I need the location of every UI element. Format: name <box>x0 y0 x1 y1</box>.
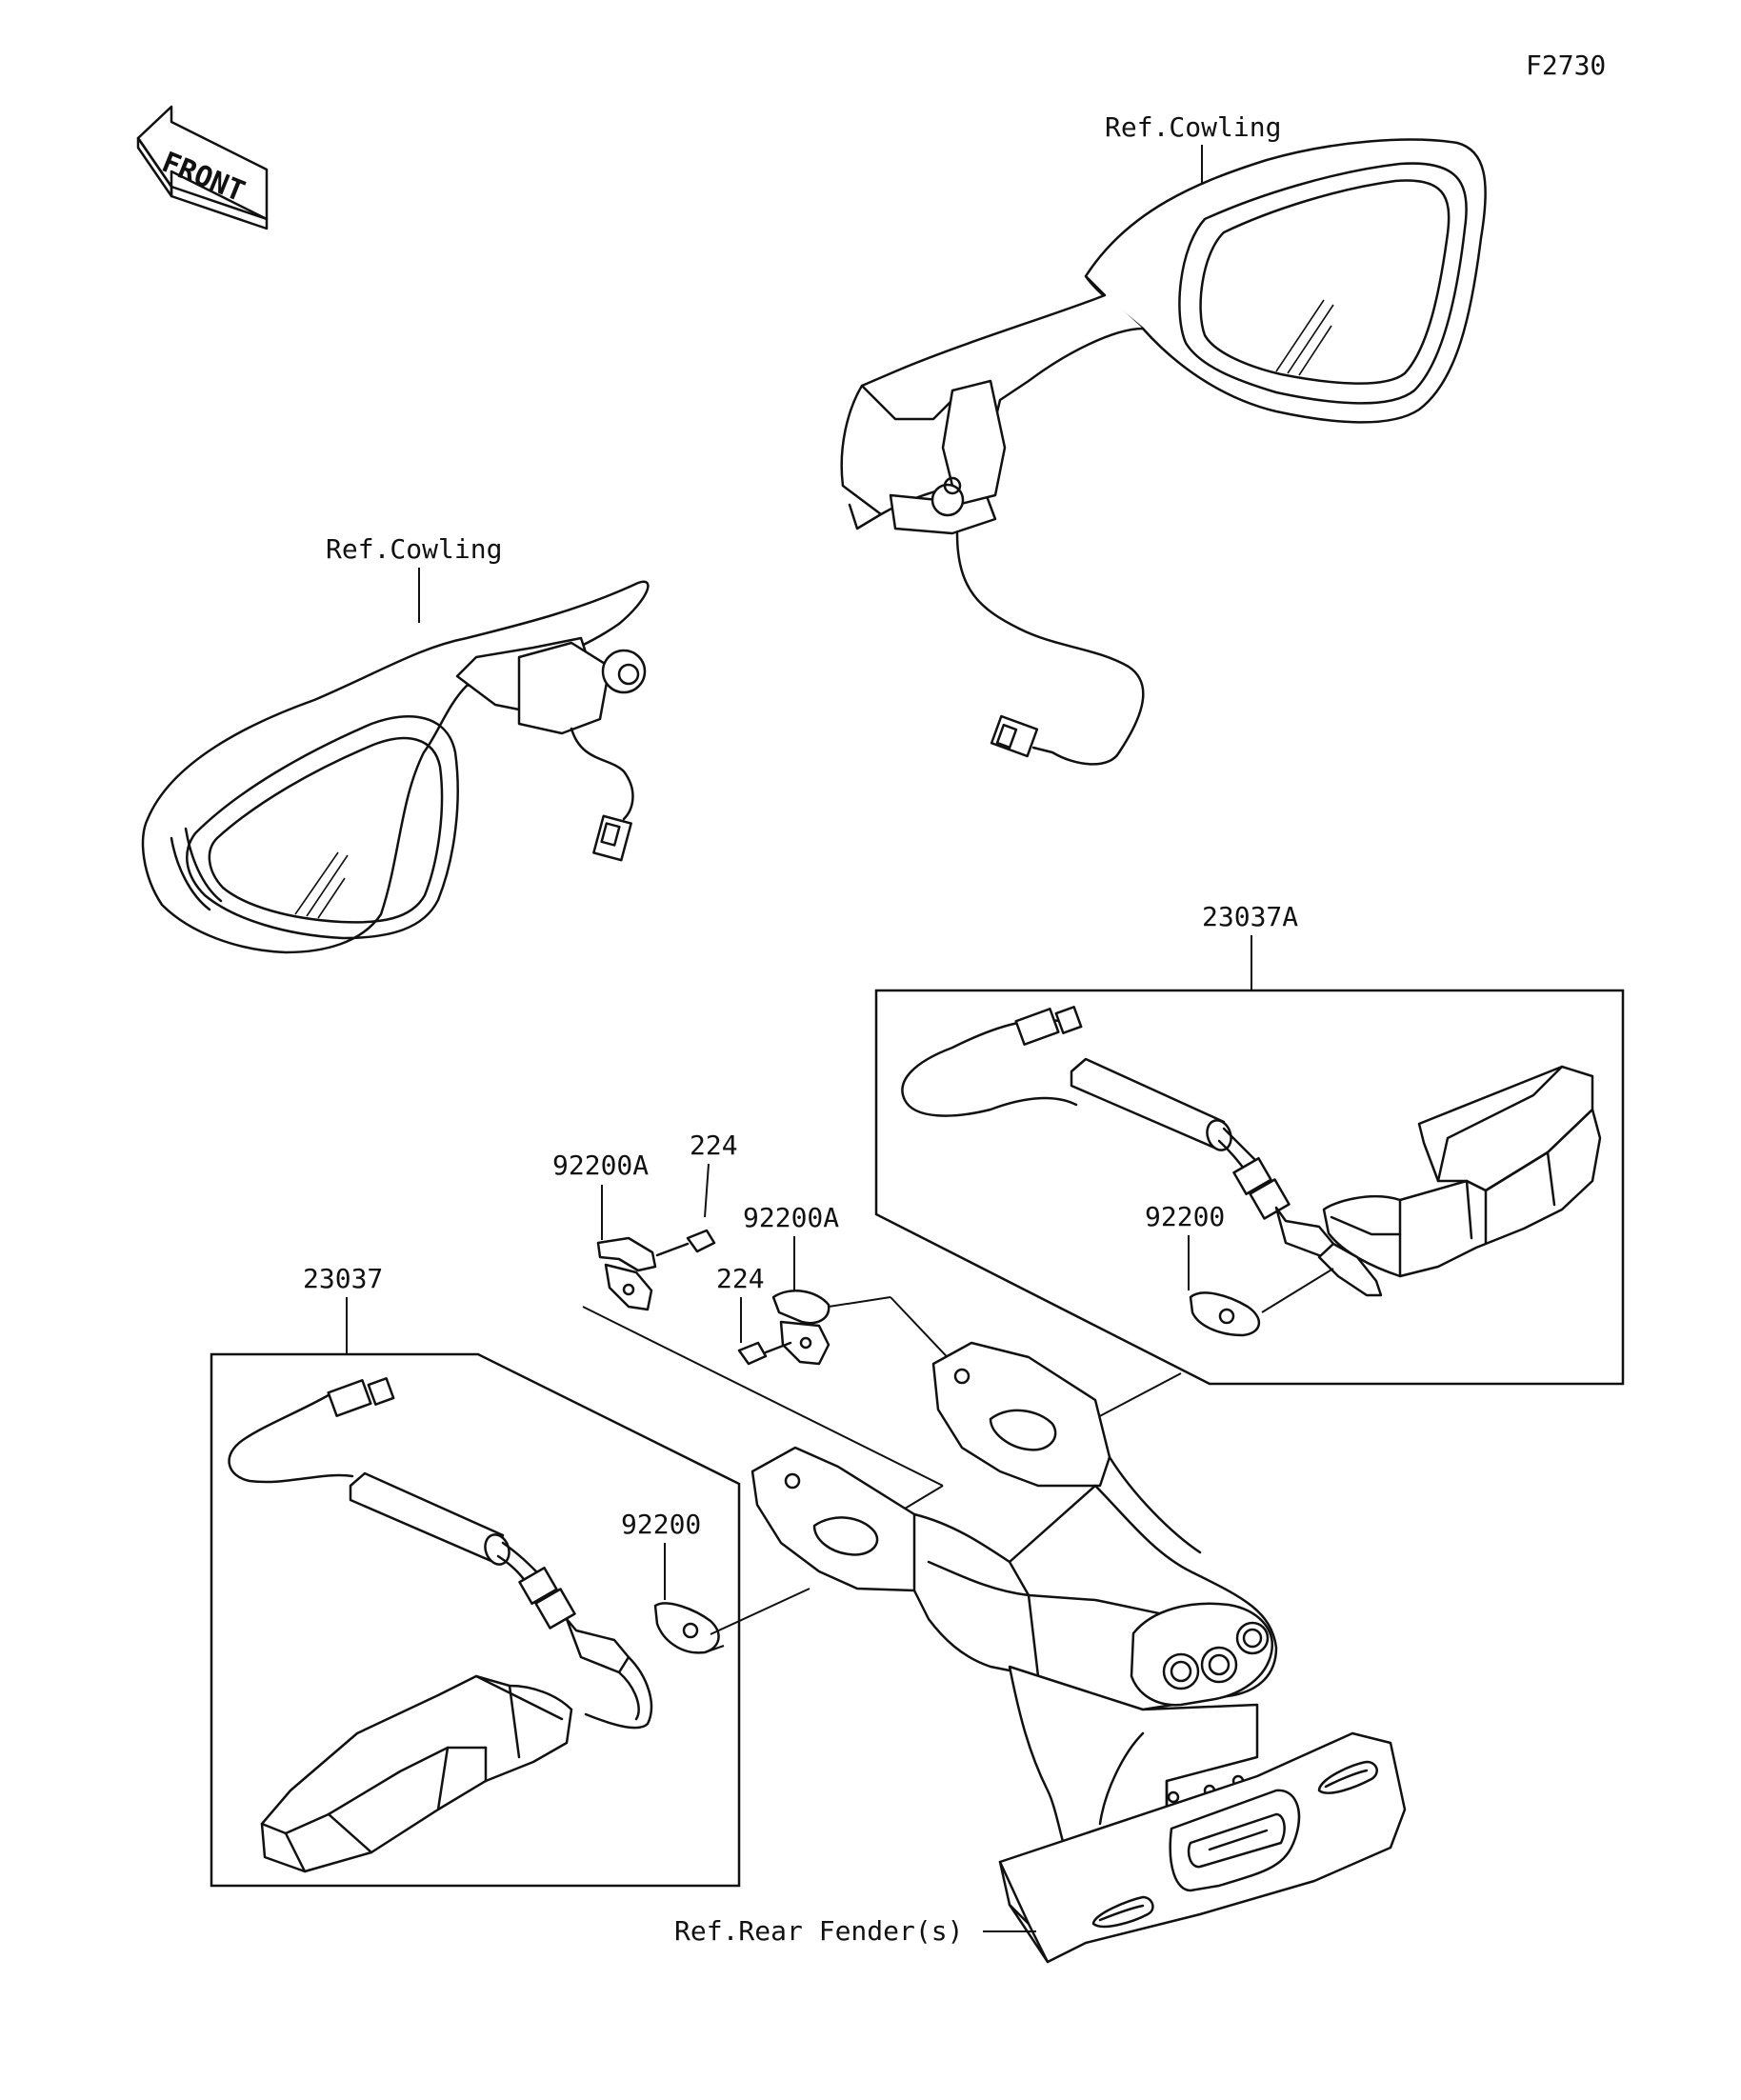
bracket-fasteners: 92200A 224 92200A 224 <box>552 1130 1025 1515</box>
ref-rear-fender-label: Ref.Rear Fender(s) <box>674 1915 963 1947</box>
figure-code: F2730 <box>1526 50 1606 81</box>
left-mirror: Ref.Cowling <box>141 533 650 954</box>
front-arrow-icon: FRONT <box>136 105 269 230</box>
right-mirror: Ref.Cowling <box>840 111 1487 766</box>
part-224-bottom-label: 224 <box>716 1263 765 1294</box>
part-224-top-label: 224 <box>690 1130 738 1161</box>
gasket-right: 92200 <box>1075 1201 1334 1430</box>
rear-fender-assembly: Ref.Rear Fender(s) <box>674 1341 1407 1964</box>
part-92200-right-label: 92200 <box>1145 1201 1225 1232</box>
part-23037-label: 23037 <box>303 1263 383 1294</box>
part-92200A-right-label: 92200A <box>743 1202 839 1233</box>
rear-turn-signal-right-group: 23037A <box>874 901 1625 1386</box>
ref-cowling-left-label: Ref.Cowling <box>326 533 502 565</box>
rear-turn-signal-left-group: 23037 <box>210 1263 741 1888</box>
gasket-left: 92200 <box>621 1509 810 1654</box>
part-23037A-label: 23037A <box>1202 901 1298 932</box>
part-92200A-left-label: 92200A <box>552 1150 649 1181</box>
part-92200-left-label: 92200 <box>621 1509 701 1540</box>
ref-cowling-right-label: Ref.Cowling <box>1105 111 1281 143</box>
